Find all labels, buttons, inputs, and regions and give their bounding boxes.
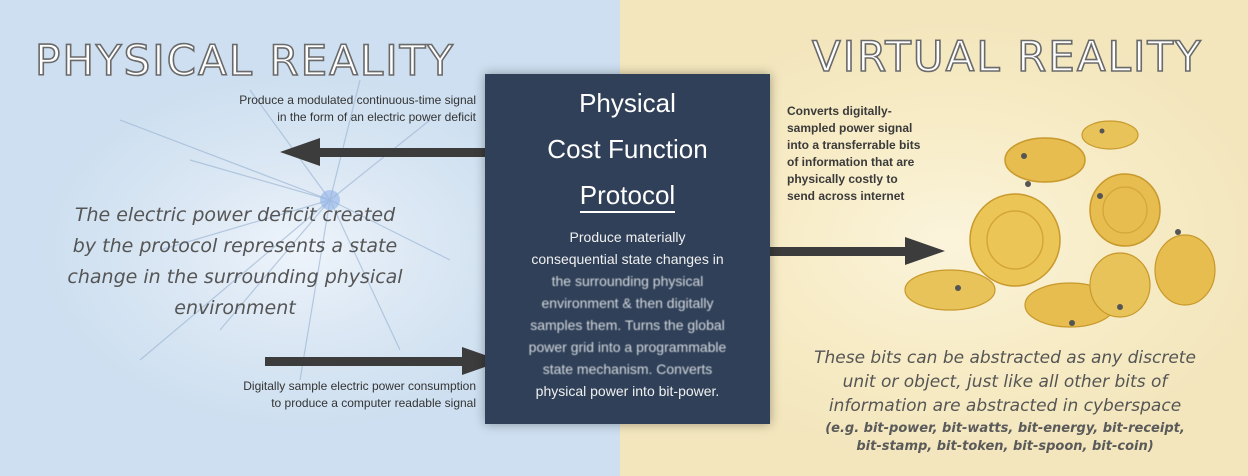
modulated-signal-label-line2: in the form of an electric power deficit	[277, 110, 476, 124]
protocol-title-line3: Protocol	[485, 180, 770, 213]
modulated-signal-label-line1: Produce a modulated continuous-time sign…	[239, 93, 476, 107]
bits-abstraction-line1: These bits can be abstracted as any disc…	[814, 348, 1196, 368]
physical-state-change-line4: environment	[174, 297, 296, 319]
converts-signal-label-line6: send across internet	[787, 189, 905, 203]
digital-sample-label-line2: to produce a computer readable signal	[271, 396, 476, 410]
bits-examples-line2: bit-stamp, bit-token, bit-spoon, bit-coi…	[856, 439, 1154, 454]
protocol-description-line3: the surrounding physical	[551, 273, 704, 289]
protocol-description: Produce materially consequential state c…	[493, 226, 762, 402]
converts-signal-label: Converts digitally- sampled power signal…	[787, 103, 967, 205]
arrow-to-protocol	[265, 347, 502, 375]
protocol-description-line8: physical power into bit-power.	[535, 383, 720, 399]
protocol-description-line6: power grid into a programmable	[528, 339, 727, 355]
arrow-to-physical	[280, 138, 488, 166]
protocol-box: Physical Cost Function Protocol Produce …	[485, 74, 770, 424]
protocol-description-line4: environment & then digitally	[541, 295, 714, 311]
gold-coin-icon	[904, 120, 1216, 328]
physical-state-change-line2: by the protocol represents a state	[72, 235, 398, 257]
protocol-title-line1: Physical	[579, 88, 676, 118]
digital-sample-label-line1: Digitally sample electric power consumpt…	[243, 379, 476, 393]
physical-reality-title: PHYSICAL REALITY	[34, 36, 455, 85]
protocol-description-line1: Produce materially	[569, 229, 686, 245]
protocol-title-line2: Cost Function	[547, 134, 708, 164]
protocol-description-line2: consequential state changes in	[531, 251, 724, 267]
modulated-signal-label: Produce a modulated continuous-time sign…	[150, 92, 476, 126]
bits-abstraction-line3: information are abstracted in cyberspace	[828, 396, 1182, 416]
protocol-description-line7: state mechanism. Converts	[542, 361, 713, 377]
converts-signal-label-line5: physically costly to	[787, 172, 898, 186]
bits-examples-text: (e.g. bit-power, bit-watts, bit-energy, …	[770, 420, 1240, 456]
physical-state-change-text: The electric power deficit created by th…	[60, 200, 410, 324]
protocol-description-line5: samples them. Turns the global	[530, 317, 725, 333]
protocol-title-underlined: Protocol	[579, 180, 676, 213]
converts-signal-label-line1: Converts digitally-	[787, 104, 892, 118]
bits-examples-line1: (e.g. bit-power, bit-watts, bit-energy, …	[825, 421, 1185, 436]
converts-signal-label-line3: into a transferrable bits	[787, 138, 921, 152]
bits-abstraction-line2: unit or object, just like all other bits…	[842, 372, 1168, 392]
bits-abstraction-text: These bits can be abstracted as any disc…	[770, 346, 1240, 418]
arrow-to-virtual	[768, 237, 945, 265]
network-starburst-icon	[119, 79, 451, 381]
digital-sample-label: Digitally sample electric power consumpt…	[145, 378, 476, 412]
converts-signal-label-line2: sampled power signal	[787, 121, 913, 135]
virtual-reality-title: VIRTUAL REALITY	[811, 32, 1203, 81]
converts-signal-label-line4: of information that are	[787, 155, 915, 169]
physical-state-change-line3: change in the surrounding physical	[67, 266, 403, 288]
physical-state-change-line1: The electric power deficit created	[74, 204, 396, 226]
